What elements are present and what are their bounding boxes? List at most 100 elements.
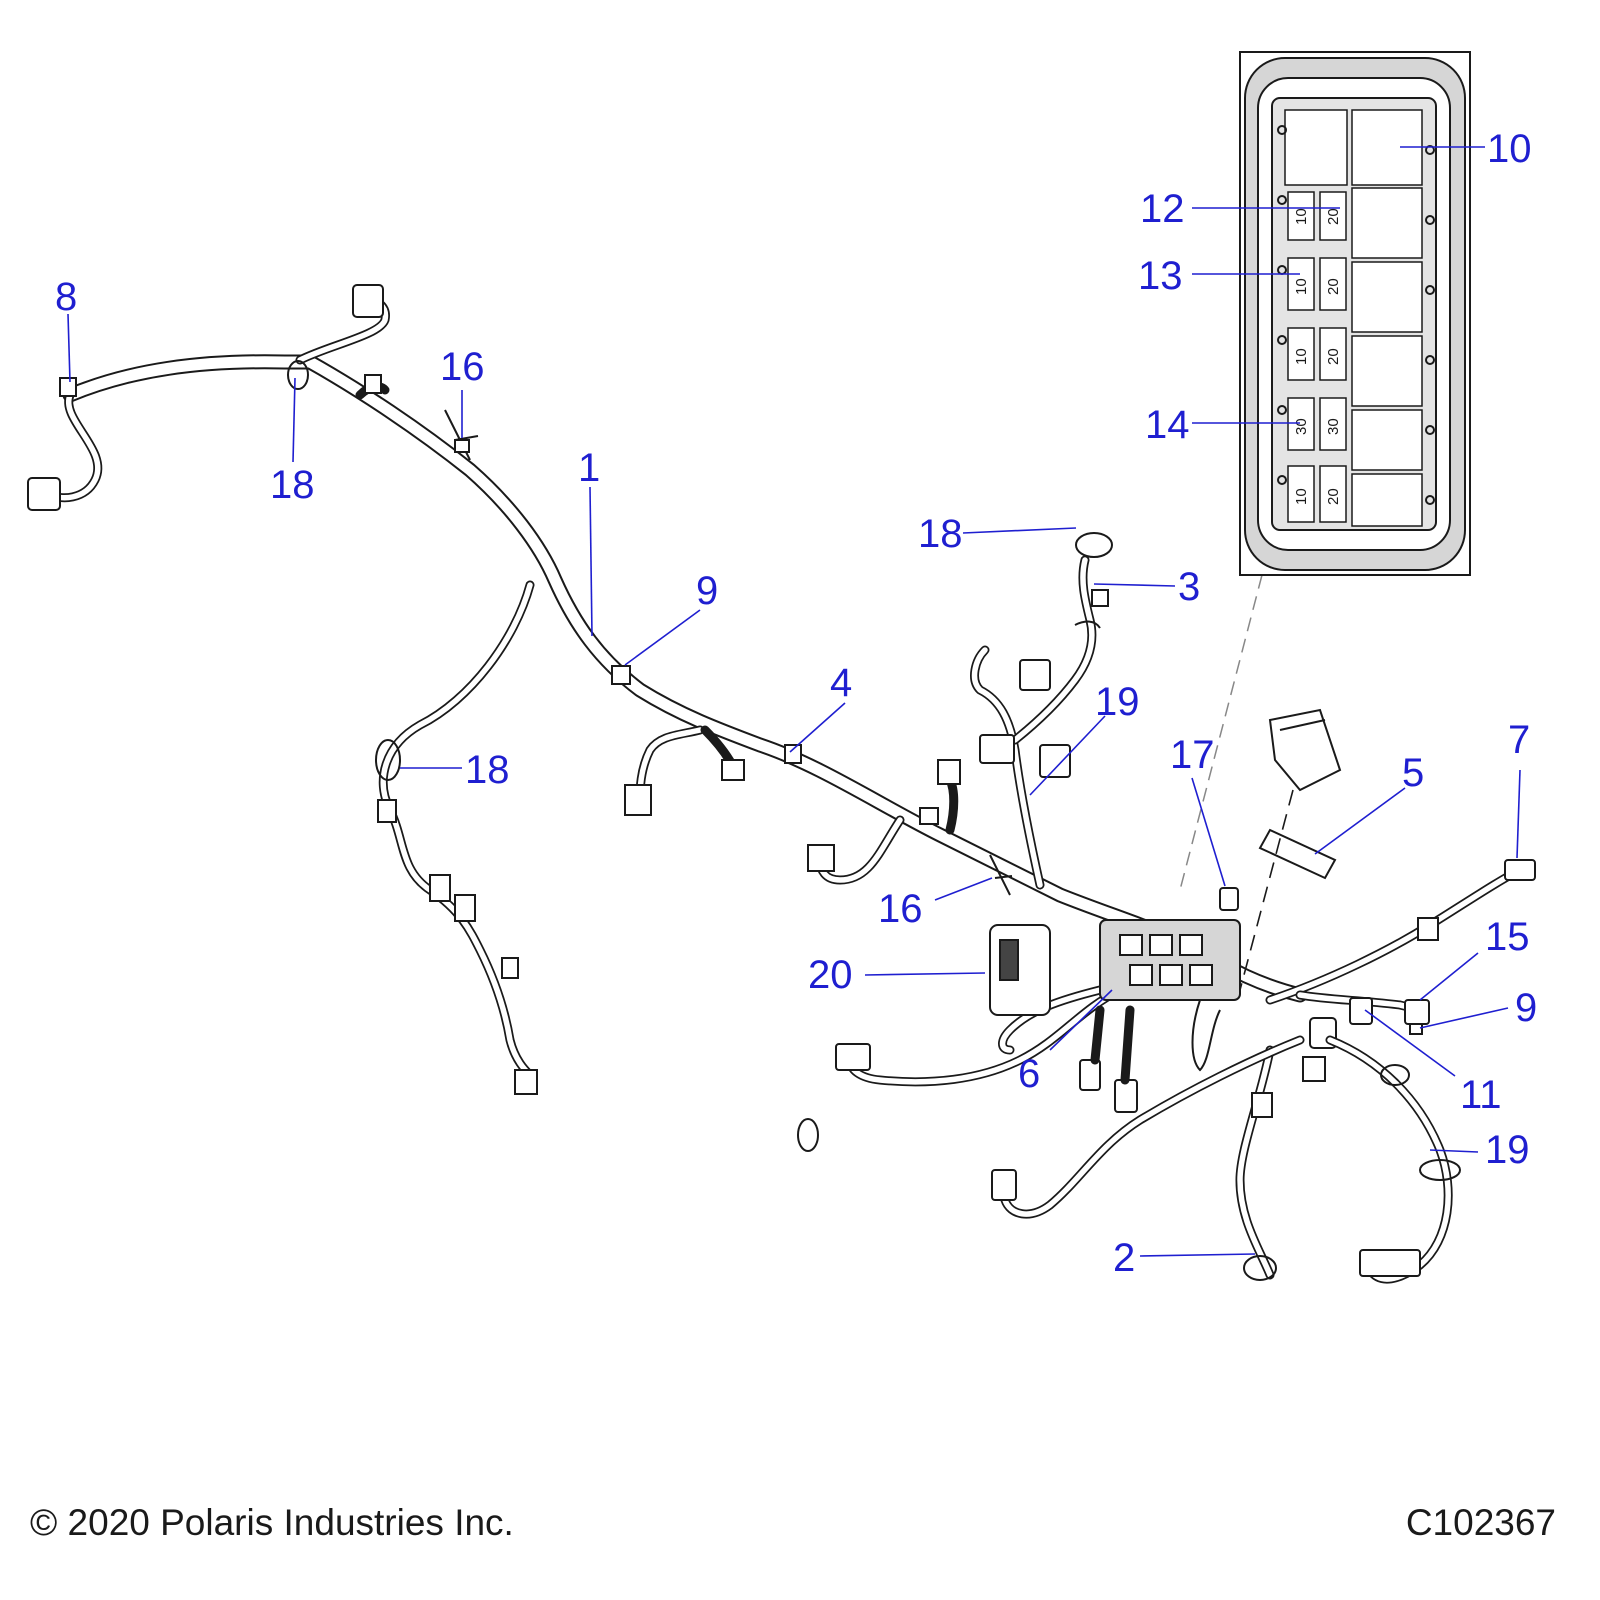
connector-6-b [1114, 1079, 1138, 1113]
fuse-row-2-left: 10 [1293, 278, 1310, 295]
callout-16-upper: 16 [440, 345, 485, 389]
upper-right-branch [970, 532, 1113, 890]
callout-19-right: 19 [1485, 1128, 1530, 1172]
part-17 [1219, 887, 1239, 911]
callout-10: 10 [1487, 127, 1532, 171]
figure-id: C102367 [1405, 1502, 1556, 1543]
fuse-cover-5 [1268, 708, 1342, 792]
relay-slot-2 [1351, 187, 1423, 259]
relay-20-detail [999, 939, 1019, 981]
connector-lower-left-long [835, 1043, 871, 1071]
connector-upper-right-2 [979, 734, 1015, 764]
callout-6: 6 [1018, 1052, 1040, 1096]
main-harness-trunk [62, 354, 1308, 1003]
connector-mid-2 [721, 759, 745, 781]
fuse-box-terminals [1277, 125, 1435, 505]
connector-left-3 [454, 894, 476, 922]
lower-mid-branch [807, 759, 961, 885]
callout-7: 7 [1508, 718, 1530, 762]
clip-left-1 [377, 799, 397, 823]
connector-small-upper [364, 374, 382, 394]
left-end-branch [27, 377, 103, 511]
connector-lower-mid-2 [937, 759, 961, 785]
clip-16-lower [989, 854, 1013, 896]
fuse-row-2-right: 20 [1325, 278, 1342, 295]
fuse-row-5: 10 20 [1287, 465, 1347, 523]
left-down-branch [375, 580, 538, 1095]
callout-labels: 1 2 3 4 5 6 7 8 9 9 10 11 12 13 14 15 16… [55, 127, 1537, 1280]
callout-20: 20 [808, 953, 853, 997]
callout-13: 13 [1138, 254, 1183, 298]
connector-left-2 [429, 874, 451, 902]
grommet-loose [797, 1118, 819, 1152]
callout-8: 8 [55, 275, 77, 319]
callout-1: 1 [578, 446, 600, 490]
relay-slot-5 [1351, 409, 1423, 471]
connector-lower-mid [807, 844, 835, 872]
callout-16-lower: 16 [878, 887, 923, 931]
callout-18-left: 18 [465, 748, 510, 792]
callout-3: 3 [1178, 565, 1200, 609]
guide-line-cover [1239, 789, 1294, 991]
connector-15 [1404, 999, 1430, 1025]
connector-upper [352, 284, 384, 318]
callout-19-upper: 19 [1095, 680, 1140, 724]
wire-loop-under-module [1191, 999, 1221, 1072]
fuse-row-4-left: 30 [1293, 418, 1310, 435]
callout-15: 15 [1485, 915, 1530, 959]
clip-left-4 [501, 957, 519, 979]
callout-9-right: 9 [1515, 986, 1537, 1030]
fuse-row-4-right: 30 [1325, 418, 1342, 435]
fuse-row-3: 10 20 [1287, 327, 1347, 381]
fuse-row-3-left: 10 [1293, 348, 1310, 365]
tie-19-right [1419, 1159, 1461, 1181]
lower-left-long-branch [835, 985, 1125, 1087]
bottom-left-branch [991, 1035, 1305, 1219]
connector-upper-right-3 [1039, 744, 1071, 778]
fuse-row-3-right: 20 [1325, 348, 1342, 365]
right-branch [1265, 859, 1536, 1005]
fuse-row-2: 10 20 [1287, 257, 1347, 311]
relay-slot-6 [1351, 473, 1423, 527]
fuse-row-5-right: 20 [1325, 488, 1342, 505]
mid-left-branch [624, 725, 802, 816]
connector-right-loop [1359, 1249, 1421, 1277]
fuse-row-5-left: 10 [1293, 488, 1310, 505]
right-loop-branch [1325, 1035, 1461, 1284]
bottom-branch [1235, 1045, 1326, 1281]
right-lower-connectors [1295, 990, 1430, 1049]
connector-upper-right-1 [1019, 659, 1051, 691]
callout-9-trunk: 9 [696, 569, 718, 613]
clip-8 [59, 377, 77, 397]
connector-left-lower [27, 477, 61, 511]
callout-5: 5 [1402, 751, 1424, 795]
connector-bottom-2 [1302, 1056, 1326, 1082]
callout-2: 2 [1113, 1236, 1135, 1280]
clip-4 [784, 744, 802, 764]
fuse-row-1: 10 20 [1287, 191, 1347, 241]
tie-right-upper [1380, 1064, 1410, 1086]
clip-9-right [1409, 1023, 1423, 1035]
relay-slot-4 [1351, 335, 1423, 407]
clip-9-trunk [611, 665, 631, 685]
callout-12: 12 [1140, 187, 1185, 231]
clip-lower-mid [919, 807, 939, 825]
clip-16-upper [444, 409, 479, 461]
relay-slot-top [1284, 109, 1348, 186]
fuse-row-1-right: 20 [1325, 208, 1342, 225]
leader-lines [67, 146, 1521, 1257]
clip-right-1 [1417, 917, 1439, 941]
connector-left-end [514, 1069, 538, 1095]
guide-line-fuse-box [1179, 574, 1263, 891]
connector-bottom-1 [1251, 1092, 1273, 1118]
callout-17: 17 [1170, 733, 1215, 777]
connector-11 [1349, 997, 1373, 1025]
connector-mid-1 [624, 784, 652, 816]
tie-2 [1243, 1255, 1277, 1281]
tie-18-left [375, 739, 401, 781]
fuse-row-1-left: 10 [1293, 208, 1310, 225]
callout-14: 14 [1145, 403, 1190, 447]
copyright-text: © 2020 Polaris Industries Inc. [30, 1502, 514, 1543]
connector-7 [1504, 859, 1536, 881]
